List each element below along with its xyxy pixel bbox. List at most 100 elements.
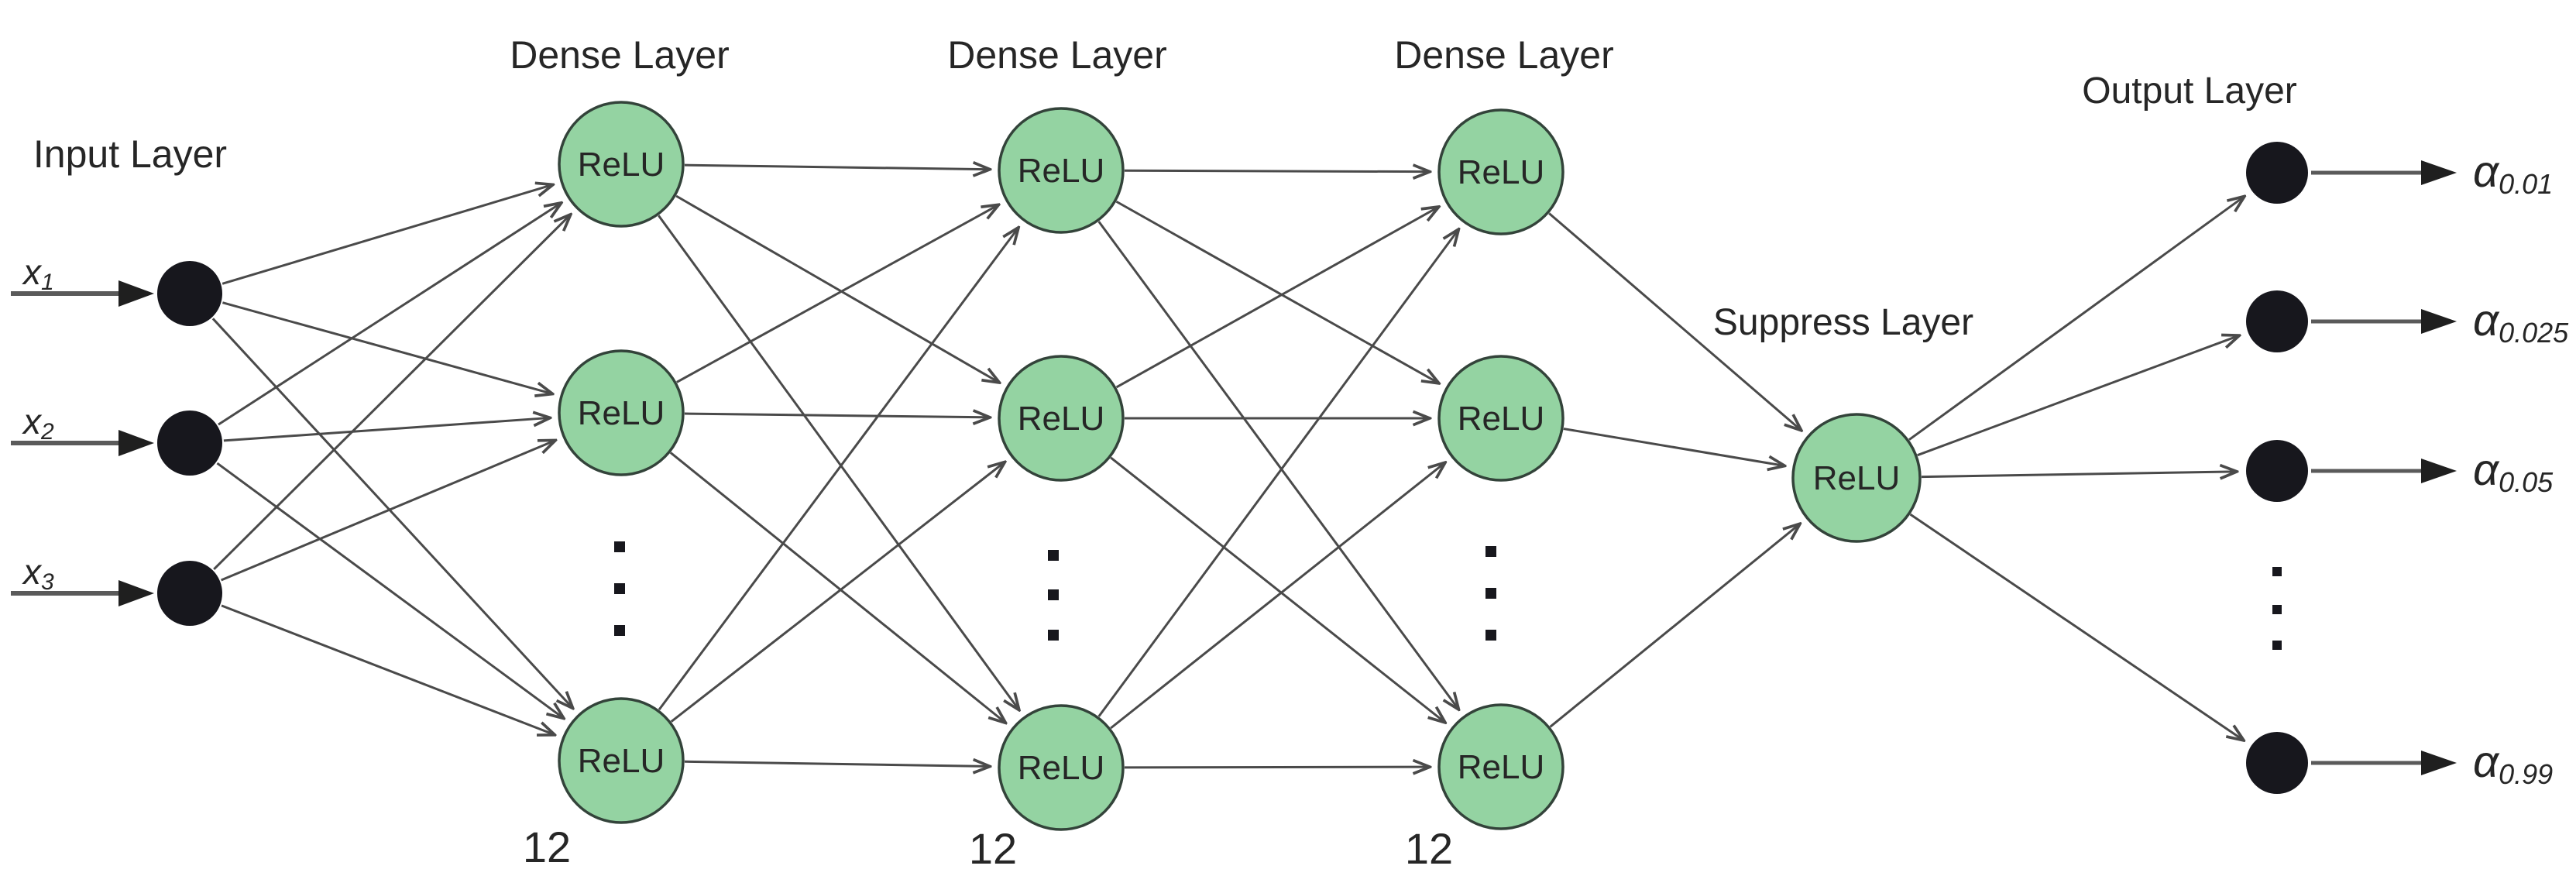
input-node — [157, 561, 222, 626]
edge-line — [1115, 200, 1437, 383]
dense-2-ellipsis-dot — [1048, 589, 1059, 600]
input-label-x2: x2 — [22, 401, 54, 445]
output-node — [2246, 732, 2308, 794]
output-arrowhead-icon — [2421, 160, 2457, 185]
dense-1-unit-count: 12 — [523, 823, 571, 871]
dense-2-relu-node — [998, 704, 1125, 831]
output-label-alpha: α0.01 — [2473, 146, 2553, 200]
edge-line — [211, 318, 572, 707]
edges — [211, 165, 2243, 768]
input-arrowhead-icon — [118, 580, 154, 606]
suppress-layer-title: Suppress Layer — [1713, 302, 1973, 343]
output-layer-title: Output Layer — [2082, 70, 2297, 112]
relu-node-label: ReLU — [578, 146, 665, 184]
relu-node-label: ReLU — [1018, 152, 1105, 190]
relu-node-label: ReLU — [1458, 153, 1545, 191]
output-node — [2246, 440, 2308, 502]
dense-2-layer-title: Dense Layer — [947, 33, 1167, 77]
input-node — [157, 411, 222, 476]
relu-node-label: ReLU — [1018, 400, 1105, 438]
input-label-x3: x3 — [22, 551, 54, 595]
input-node — [157, 261, 222, 326]
output-ellipsis-dot — [2272, 567, 2282, 576]
edge-line — [1549, 525, 1799, 728]
relu-node-label: ReLU — [1458, 400, 1545, 438]
edge-line — [1124, 170, 1428, 171]
dense-2-ellipsis-dot — [1048, 550, 1059, 561]
dense-3-ellipsis-dot — [1485, 546, 1496, 557]
dense-1-layer-title: Dense Layer — [510, 33, 730, 77]
edge-line — [1097, 221, 1458, 708]
output-node — [2246, 290, 2308, 352]
edge-line — [221, 604, 553, 734]
relu-node-label: ReLU — [1458, 748, 1545, 786]
edge-line — [675, 194, 998, 382]
relu-node-label: ReLU — [1018, 749, 1105, 787]
dense-3-ellipsis-dot — [1485, 630, 1496, 641]
dense-1-ellipsis-dot — [614, 625, 625, 636]
output-node — [2246, 142, 2308, 204]
dense-3-unit-count: 12 — [1405, 824, 1453, 873]
dense-1-ellipsis-dot — [614, 541, 625, 552]
output-arrowhead-icon — [2421, 309, 2457, 334]
edge-line — [1563, 428, 1783, 466]
edge-line — [213, 215, 569, 571]
edge-line — [1921, 472, 2235, 477]
dense-1-ellipsis-dot — [614, 583, 625, 594]
suppress-relu-node — [1791, 413, 1922, 543]
dense-1-relu-node — [558, 349, 685, 476]
dense-1-relu-node — [558, 101, 685, 228]
relu-node-label: ReLU — [578, 394, 665, 432]
edge-line — [1917, 336, 2238, 457]
relu-node-label: ReLU — [1813, 459, 1901, 497]
edge-line — [222, 301, 551, 393]
output-arrowhead-icon — [2421, 459, 2457, 483]
edge-line — [1548, 212, 1800, 429]
edge-line — [1110, 456, 1444, 722]
edge-line — [669, 452, 1005, 722]
edge-line — [1124, 767, 1428, 768]
edge-line — [222, 185, 551, 285]
input-arrowhead-icon — [118, 430, 154, 456]
edge-line — [1908, 198, 2243, 441]
dense-3-ellipsis-dot — [1485, 588, 1496, 599]
edge-line — [218, 204, 560, 426]
nodes — [157, 101, 2308, 831]
edge-line — [670, 463, 1004, 723]
edge-line — [221, 441, 555, 582]
dense-2-relu-node — [998, 355, 1125, 482]
edge-line — [684, 761, 988, 766]
input-layer-title: Input Layer — [33, 132, 227, 176]
output-ellipsis-dot — [2272, 641, 2282, 650]
output-label-alpha: α0.99 — [2473, 737, 2553, 790]
edge-line — [223, 418, 548, 442]
dense-3-layer-title: Dense Layer — [1394, 33, 1614, 77]
dense-3-relu-node — [1437, 108, 1564, 235]
relu-node-label: ReLU — [578, 742, 665, 780]
io-arrows — [11, 160, 2457, 775]
edge-line — [676, 205, 998, 383]
dense-2-ellipsis-dot — [1048, 630, 1059, 641]
edge-line — [684, 165, 988, 170]
output-label-alpha: α0.05 — [2473, 445, 2554, 498]
edge-line — [684, 414, 988, 417]
dense-1-relu-node — [558, 697, 685, 824]
edge-line — [1115, 208, 1437, 389]
edge-line — [658, 228, 1018, 711]
edge-line — [1097, 231, 1458, 717]
edge-line — [658, 215, 1018, 709]
edge-line — [1110, 463, 1444, 730]
dense-3-relu-node — [1437, 703, 1564, 830]
output-ellipsis-dot — [2272, 605, 2282, 614]
input-label-x1: x1 — [22, 252, 54, 295]
input-arrowhead-icon — [118, 280, 154, 307]
output-label-alpha: α0.025 — [2473, 295, 2569, 349]
edge-line — [216, 462, 562, 717]
dense-2-relu-node — [998, 107, 1125, 234]
dense-3-relu-node — [1437, 355, 1564, 482]
output-arrowhead-icon — [2421, 751, 2457, 775]
dense-2-unit-count: 12 — [969, 824, 1017, 873]
